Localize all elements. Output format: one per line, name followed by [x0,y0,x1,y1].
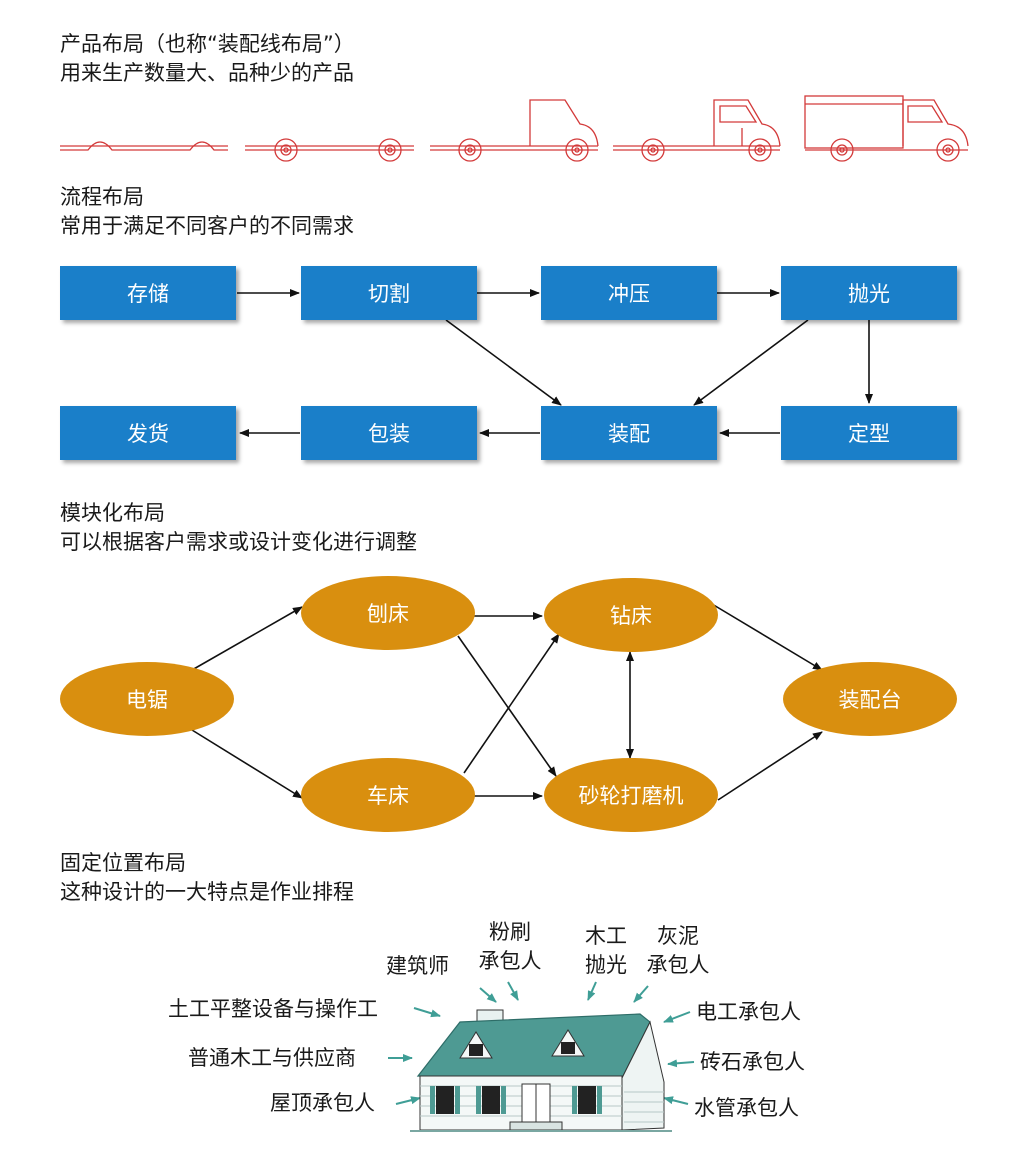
arrow-earthwork [413,1007,441,1018]
arrow-roof [395,1096,421,1105]
arrow-architect [479,987,497,1003]
process-layout-title: 流程布局 [60,185,144,209]
modular-node-planer: 刨床 [301,576,475,650]
truck-complete [804,95,969,162]
label-carpentry-polish: 木工 抛光 [585,924,627,977]
label-plumbing-contractor: 水管承包人 [694,1096,799,1120]
process-box-label: 抛光 [848,282,890,306]
arrow-lathe-to-drill [463,633,560,774]
chassis-stage-2 [245,138,414,162]
label-plaster-contractor: 粉刷 承包人 [478,920,542,973]
modular-node-saw: 电锯 [60,662,234,736]
fixed-layout-subtitle: 这种设计的一大特点是作业排程 [60,880,354,904]
modular-node-label: 电锯 [126,688,168,712]
process-box-shaping: 定型 [781,406,957,460]
chassis-stage-4 [613,99,781,162]
process-box-packing: 包装 [301,406,477,460]
modular-flow-arrows [191,603,823,801]
house-drawing [410,1009,672,1132]
process-box-label: 存储 [127,282,169,306]
modular-node-drill: 钻床 [544,578,718,652]
process-box-label: 发货 [127,422,169,446]
label-general-carpentry: 普通木工与供应商 [188,1046,356,1070]
modular-node-label: 刨床 [367,602,409,626]
label-electric-contractor: 电工承包人 [696,1000,801,1024]
arrow-masonry [667,1059,695,1068]
arrow-planer-to-grinder [457,635,557,777]
arrow-carpentry [587,981,597,1001]
modular-node-label: 车床 [367,784,409,808]
process-box-label: 定型 [848,422,890,446]
arrow-lime [633,985,649,1003]
modular-node-lathe: 车床 [301,758,475,832]
modular-node-grinder: 砂轮打磨机 [544,758,718,832]
process-box-shipping: 发货 [60,406,236,460]
process-box-polishing: 抛光 [781,266,957,320]
process-box-cutting: 切割 [301,266,477,320]
process-flow-arrows [237,289,873,437]
arrow-saw-to-planer [191,606,303,671]
arrow-cutting-to-assembly [445,319,562,406]
arrow-drill-to-assembly-bench [711,603,823,671]
modular-layout-subtitle: 可以根据客户需求或设计变化进行调整 [60,530,417,554]
label-masonry-contractor: 砖石承包人 [700,1050,805,1074]
label-earthwork: 土工平整设备与操作工 [168,997,378,1021]
label-lime-contractor: 灰泥 承包人 [646,924,710,977]
product-layout-title: 产品布局（也称“装配线布局”） [60,32,355,56]
arrow-polishing-to-assembly [693,319,809,406]
modular-node-assembly-bench: 装配台 [783,662,957,736]
label-roof-contractor: 屋顶承包人 [270,1091,375,1115]
process-box-label: 冲压 [608,282,650,306]
process-box-assembly: 装配 [541,406,717,460]
arrow-plumbing [663,1096,689,1105]
process-box-label: 装配 [608,422,650,446]
chassis-stage-3 [430,99,599,162]
process-box-label: 切割 [368,282,410,306]
modular-node-label: 装配台 [838,688,902,712]
chassis-stage-1 [60,141,228,151]
arrow-plaster [507,981,519,1001]
arrow-grinder-to-assembly-bench [717,731,823,801]
process-box-label: 包装 [368,422,410,446]
arrow-electric [663,1011,691,1023]
modular-node-label: 砂轮打磨机 [578,784,684,808]
assembly-line-illustration [60,95,969,162]
modular-node-label: 钻床 [610,604,652,628]
modular-layout-title: 模块化布局 [60,501,165,525]
label-architect: 建筑师 [386,954,449,978]
process-box-stamping: 冲压 [541,266,717,320]
fixed-layout-title: 固定位置布局 [60,851,186,875]
process-layout-subtitle: 常用于满足不同客户的不同需求 [60,214,354,238]
process-box-storage: 存储 [60,266,236,320]
product-layout-subtitle: 用来生产数量大、品种少的产品 [60,61,354,85]
arrow-saw-to-lathe [191,729,303,799]
